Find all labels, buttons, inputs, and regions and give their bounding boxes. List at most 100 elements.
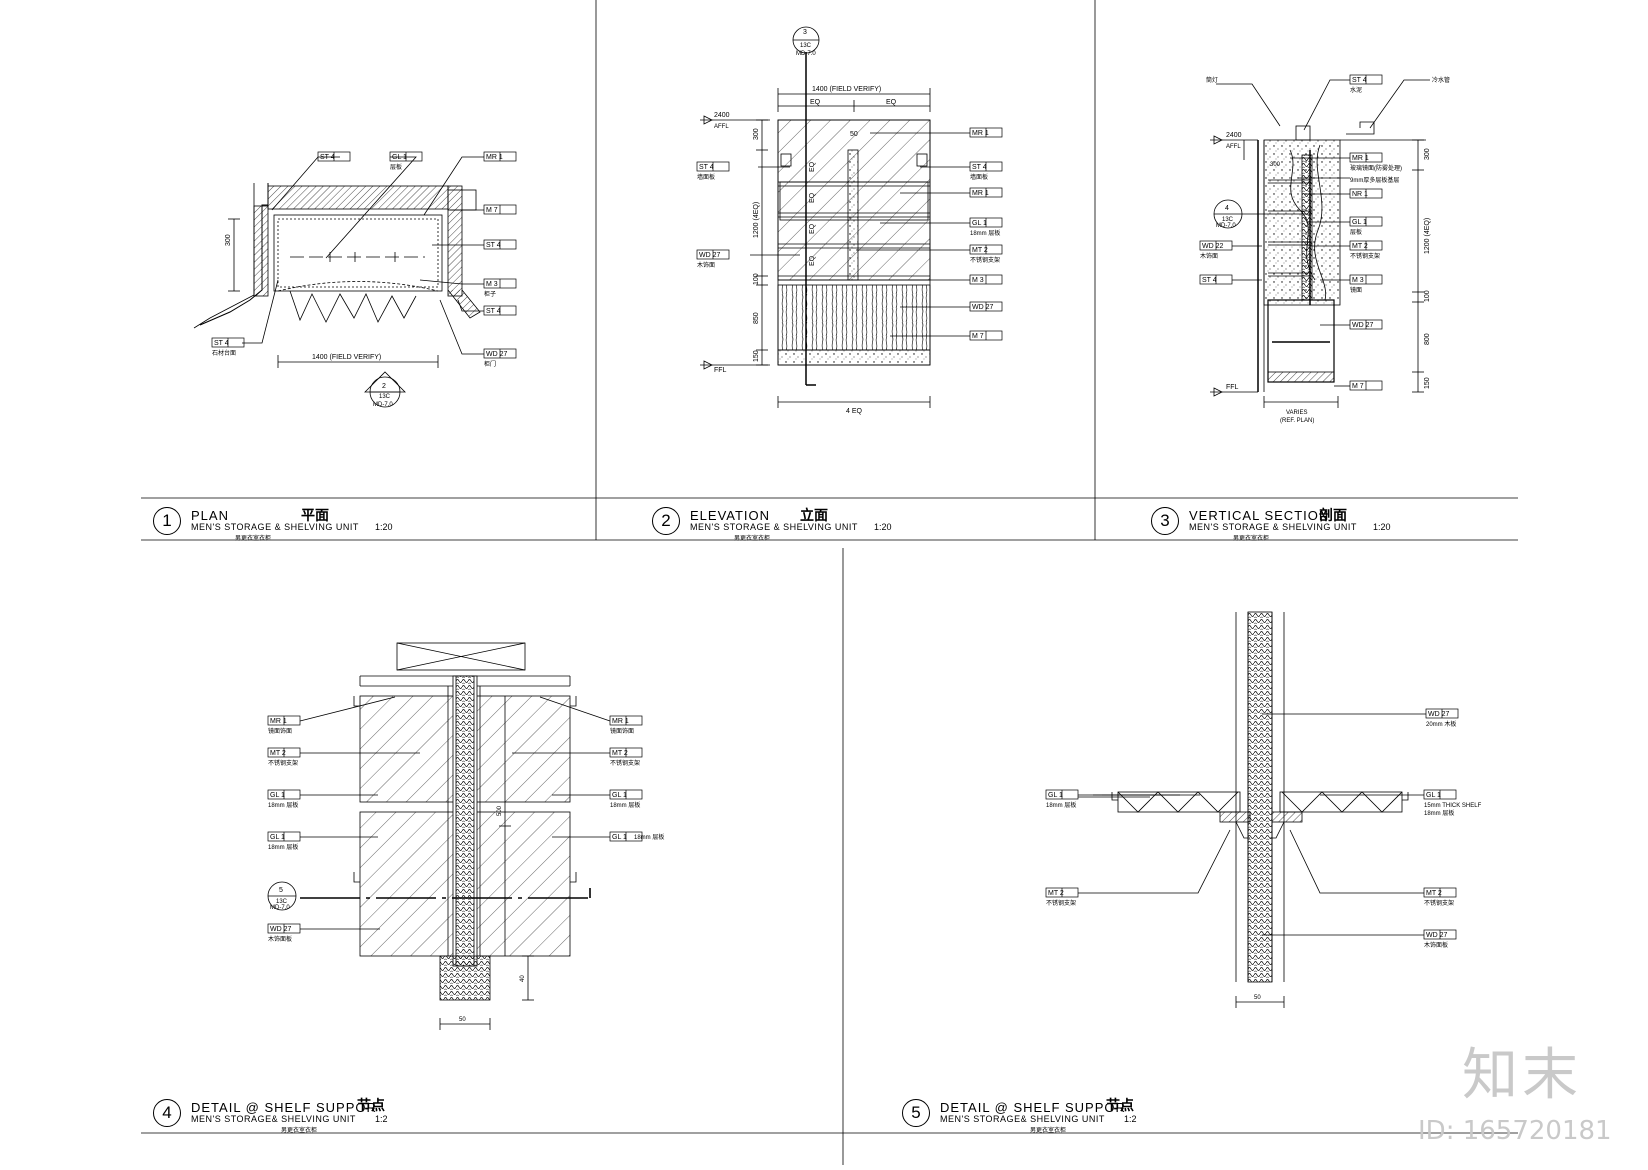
sec-note-9mm: 9mm厚多层板基层 — [1350, 176, 1399, 184]
view-scale: 1:2 — [1124, 1114, 1137, 1124]
sheet-frame — [141, 0, 1518, 1165]
sec-tag-mt2: MT 2 — [1352, 243, 1368, 250]
view-number: 4 — [153, 1099, 181, 1127]
sec-note-light: 筒灯 — [1206, 76, 1218, 84]
sec-ref-plan: (REF. PLAN) — [1280, 418, 1314, 424]
sec-tag-nr1: NR 1 — [1352, 191, 1368, 198]
d5-tag-gl1r-note2: 18mm 层板 — [1424, 809, 1454, 817]
plan-tag-st4-top: ST 4 — [320, 154, 335, 161]
plan-tag-m3: M 3 — [486, 281, 498, 288]
elev-eq2: EQ — [886, 99, 897, 106]
plan-tag-wd27-note: 柜门 — [484, 360, 496, 368]
view-scale: 1:20 — [1373, 522, 1391, 532]
sec-mark-ref: 13C — [1222, 217, 1234, 223]
elev-level-top: 2400 — [714, 112, 730, 119]
plan-tag-group — [211, 151, 517, 359]
d4-mark-ref: 13C — [276, 899, 288, 905]
elev-tag-m3: M 3 — [972, 277, 984, 284]
watermark-id: ID: 165720181 — [1418, 1116, 1612, 1146]
elev-eq-v3: EQ — [809, 255, 816, 266]
sec-tag-wd22-note: 木饰面 — [1200, 252, 1218, 260]
d4-tag-gl1r2: GL 1 — [612, 834, 627, 841]
title-block-5: 5 DETAIL @ SHELF SUPPOR 节点 MEN'S STORAGE… — [902, 1097, 1342, 1134]
elev-tag-wd27l: WD 27 — [699, 252, 721, 259]
d5-tag-wd27b: WD 27 — [1426, 932, 1448, 939]
elev-tag-mr1b: MR 1 — [972, 190, 989, 197]
plan-tag-st4-l-note: 石材台面 — [212, 349, 236, 357]
elev-tag-st4r-note: 墙面板 — [970, 173, 988, 181]
sec-d300: 300 — [1270, 162, 1281, 168]
sec-tag-wd22: WD 22 — [1202, 243, 1224, 250]
elev-dim-bottom: 4 EQ — [846, 408, 863, 415]
sec-tag-mt2-note: 不锈钢支架 — [1350, 252, 1380, 260]
title-block-1: 1 PLAN 平面 MEN'S STORAGE & SHELVING UNIT … — [153, 507, 593, 542]
title-block-4: 4 DETAIL @ SHELF SUPPOR 节点 MEN'S STORAGE… — [153, 1097, 593, 1134]
d4-tag-mt2l-note: 不锈钢支架 — [268, 759, 298, 767]
plan-mark-ref: 13C — [379, 394, 391, 400]
elev-dim-v2: 100 — [753, 273, 760, 285]
d5-tag-wd27t: WD 27 — [1428, 711, 1450, 718]
elev-eq1: EQ — [810, 99, 821, 106]
d4-dim-500: 500 — [497, 805, 503, 816]
d4-tag-gl1l-note: 18mm 层板 — [268, 801, 298, 809]
elev-dim-v1: 1200 (4EQ) — [753, 202, 760, 238]
view-title-cn: 节点 — [1106, 1097, 1134, 1113]
watermark-logo: 知末 — [1462, 1043, 1582, 1108]
plan-tag-gl1-note: 层板 — [390, 163, 402, 171]
view-number: 2 — [652, 507, 680, 535]
d5-tag-mt2r-note: 不锈钢支架 — [1424, 899, 1454, 907]
view-title: DETAIL @ SHELF SUPPOR — [191, 1100, 377, 1115]
sec-level-top-sub: AFFL — [1226, 144, 1241, 150]
title-block-3: 3 VERTICAL SECTION 剖面 MEN'S STORAGE & SH… — [1151, 507, 1511, 542]
elev-dim-top: 1400 (FIELD VERIFY) — [812, 86, 881, 93]
view-subtitle: MEN'S STORAGE & SHELVING UNIT — [191, 522, 359, 532]
d4-tag-gl1r: GL 1 — [612, 792, 627, 799]
elev-tag-st4: ST 4 — [972, 164, 987, 171]
elev-eq-v1: EQ — [809, 192, 816, 203]
view-title: VERTICAL SECTION — [1189, 508, 1330, 523]
elev-tag-mt2-note: 不锈钢支架 — [970, 256, 1000, 264]
d4-tag-gl1l: GL 1 — [270, 792, 285, 799]
d4-tag-gl1r2-note: 18mm 层板 — [634, 833, 664, 841]
d4-tag-mt2l: MT 2 — [270, 750, 286, 757]
sec-dim-v0: 300 — [1424, 148, 1431, 160]
d4-tag-gl1l2-note: 18mm 层板 — [268, 843, 298, 851]
d4-tag-mt2r: MT 2 — [612, 750, 628, 757]
view-title-cn: 剖面 — [1319, 507, 1347, 523]
d4-tag-boxes — [267, 715, 643, 934]
d5-tag-gl1l-note: 18mm 层板 — [1046, 801, 1076, 809]
sec-tag-mr1: MR 1 — [1352, 155, 1369, 162]
plan-labels: ST 4 GL 1 层板 MR 1 M 7 ST 4 M 3 柜子 ST 4 W… — [211, 151, 517, 408]
d4-tag-wd27l-note: 木饰面板 — [268, 935, 292, 943]
plan-tag-mr1: MR 1 — [486, 154, 503, 161]
d5-tag-boxes — [1045, 708, 1459, 940]
d5-tag-mt2l: MT 2 — [1048, 890, 1064, 897]
elev-tag-gl1-note: 18mm 层板 — [970, 229, 1000, 237]
view-subtitle-cn: 男更衣室衣柜 — [281, 1128, 318, 1134]
sec-level-ffl: FFL — [1226, 384, 1239, 391]
d5-tag-gl1l: GL 1 — [1048, 792, 1063, 799]
elevation-view — [700, 26, 970, 408]
section-view — [1210, 79, 1430, 408]
view-subtitle-cn: 男更衣室衣柜 — [235, 536, 272, 542]
d4-tag-mr1l-note: 镜面饰面 — [268, 727, 292, 735]
sec-tag-st4: ST 4 — [1352, 77, 1367, 84]
elev-dim-v4: 150 — [753, 350, 760, 362]
sec-tag-m7: M 7 — [1352, 383, 1364, 390]
sec-dim-v3: 800 — [1424, 333, 1431, 345]
detail5-view — [1078, 611, 1426, 1008]
sec-mark-num: 4 — [1225, 205, 1229, 212]
elev-level-ffl: FFL — [714, 367, 727, 374]
elev-dim-v3: 850 — [753, 312, 760, 324]
elev-dim-v0: 300 — [753, 128, 760, 140]
elev-tag-m7: M 7 — [972, 333, 984, 340]
elev-tag-st4l: ST 4 — [699, 164, 714, 171]
plan-mark-sheet: MD-7.0 — [373, 402, 393, 408]
elev-tag-st4l-note: 墙面板 — [697, 173, 715, 181]
sec-note-water: 冷水管 — [1432, 76, 1450, 84]
plan-mark-num: 2 — [382, 383, 386, 390]
plan-tag-m3-note: 柜子 — [484, 290, 496, 298]
d4-dim-40: 40 — [520, 975, 526, 982]
elev-tag-mt2: MT 2 — [972, 247, 988, 254]
d5-tag-wd27b-note: 木饰面板 — [1424, 941, 1448, 949]
